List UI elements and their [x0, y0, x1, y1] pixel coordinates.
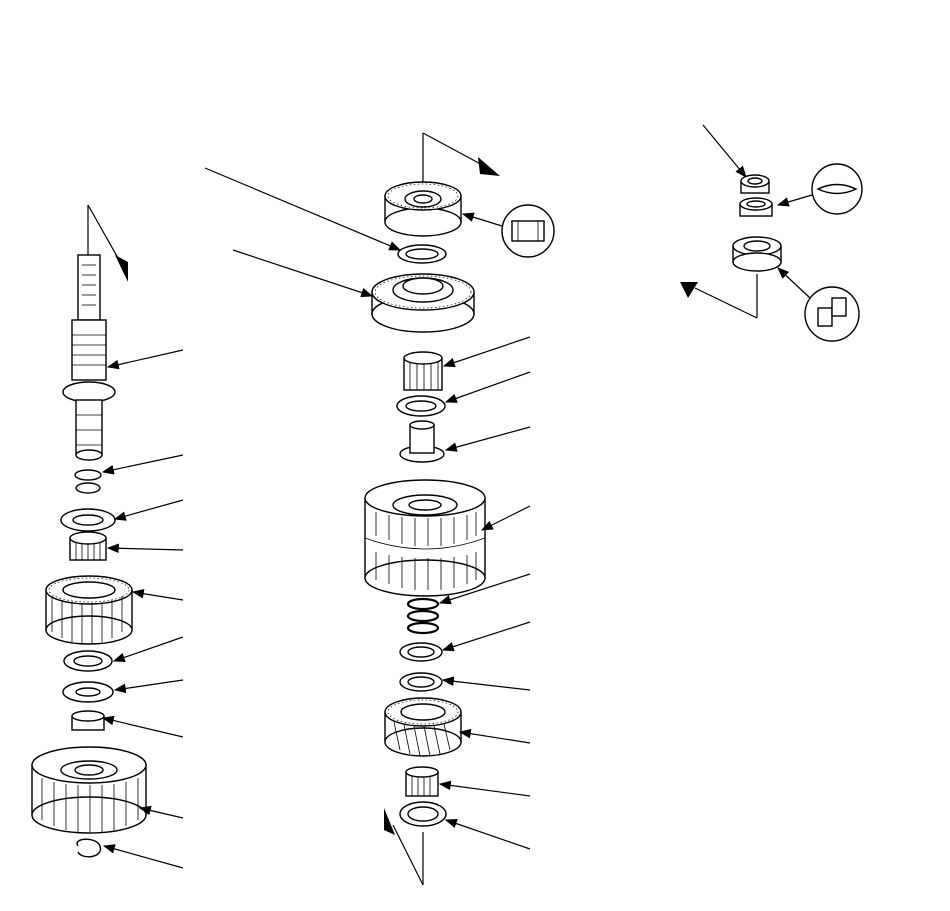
top-gear — [384, 181, 462, 237]
ring-gear — [384, 697, 462, 757]
center-top-pointer — [422, 132, 500, 190]
center-countershaft-assembly — [204, 132, 555, 886]
lubricate-symbol — [501, 204, 555, 258]
thrust-washer-2 — [63, 650, 113, 672]
center-washer-2 — [399, 642, 443, 662]
left-leader-lines — [101, 349, 184, 869]
hub-sleeve — [399, 420, 445, 463]
clutch-drum-left — [31, 746, 147, 834]
center-bottom-pointer — [384, 808, 424, 886]
seal-symbol — [811, 163, 863, 215]
snap-ring — [74, 469, 102, 481]
o-ring-3 — [406, 621, 440, 635]
mainshaft — [62, 254, 116, 461]
bushing — [71, 710, 105, 731]
needle-bearing-2 — [403, 351, 443, 391]
large-helical-gear — [371, 273, 475, 333]
left-reference-pointer — [87, 204, 128, 282]
bearing-nut — [740, 174, 770, 194]
install-symbol — [804, 286, 860, 342]
center-thrust-washer-bottom — [399, 801, 447, 827]
o-ring-2 — [406, 609, 440, 623]
thrust-washer-3 — [62, 681, 114, 703]
clutch-drum-center — [364, 479, 486, 597]
o-ring-1 — [406, 597, 440, 611]
ball-bearing — [732, 236, 782, 272]
center-washer-3 — [399, 672, 443, 692]
needle-bearing-1 — [69, 531, 107, 561]
right-bearing-detail — [680, 124, 863, 342]
center-leader-lines — [438, 336, 531, 850]
left-mainshaft-assembly — [31, 204, 184, 869]
center-washer-1 — [397, 244, 447, 264]
mainshaft-gear — [45, 575, 133, 645]
thrust-washer-1 — [60, 508, 116, 532]
spacer-ring — [75, 482, 101, 494]
snap-ring-open — [76, 838, 102, 858]
needle-bearing-3 — [405, 766, 439, 797]
thrust-bearing — [396, 395, 446, 417]
bearing-race — [739, 197, 773, 217]
right-reference-pointer — [680, 274, 758, 319]
